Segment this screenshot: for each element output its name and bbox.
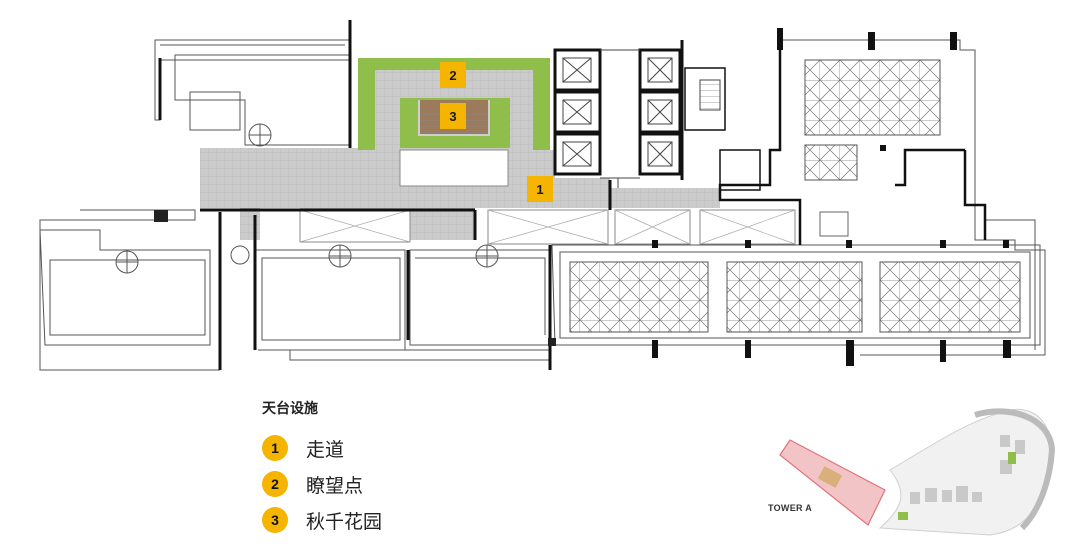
key-plan — [779, 408, 1056, 536]
legend-item-lookout: 2 瞭望点 — [262, 466, 382, 502]
legend-number-badge: 3 — [262, 507, 288, 533]
legend-title: 天台设施 — [262, 400, 318, 416]
marker-swing-garden: 3 — [440, 103, 466, 129]
marker-walkway: 1 — [527, 176, 553, 202]
right-wing — [569, 40, 1021, 333]
legend-label: 走道 — [306, 438, 345, 461]
legend: 天台设施 1 走道 2 瞭望点 3 秋千花园 — [262, 398, 382, 538]
legend-number-badge: 1 — [262, 435, 288, 461]
spiral-stairs — [115, 123, 499, 274]
columns — [652, 28, 1011, 366]
legend-number-badge: 2 — [262, 471, 288, 497]
legend-item-swing-garden: 3 秋千花园 — [262, 502, 382, 538]
small-stairs — [154, 210, 556, 346]
legend-item-walkway: 1 走道 — [262, 430, 382, 466]
key-plan-tower-label: TOWER A — [768, 503, 813, 513]
marker-lookout: 2 — [440, 62, 466, 88]
legend-label: 秋千花园 — [306, 510, 383, 533]
walls — [158, 20, 684, 370]
legend-label: 瞭望点 — [306, 474, 364, 497]
lift-core-lines — [562, 49, 721, 188]
building-outline — [39, 39, 1046, 371]
